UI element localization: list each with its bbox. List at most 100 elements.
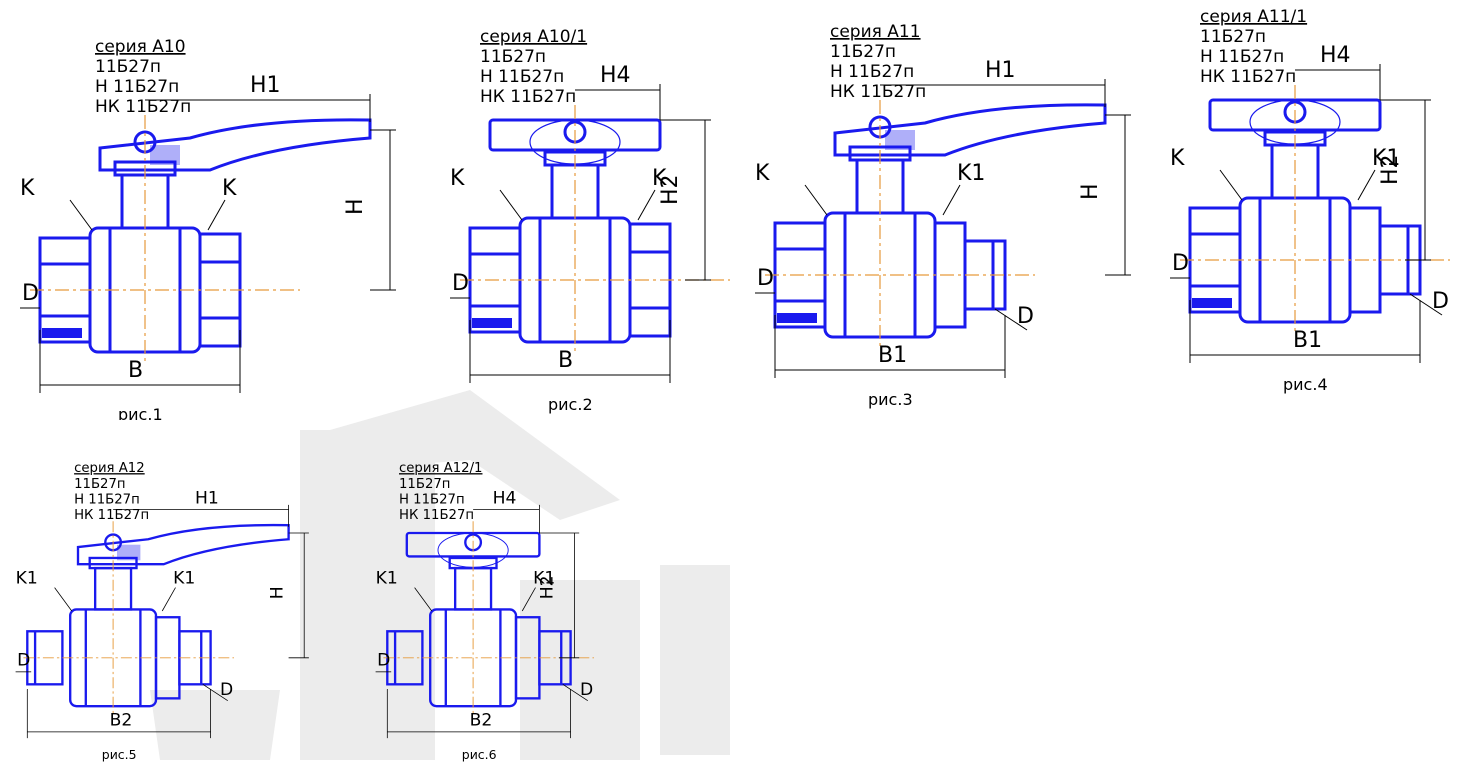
model-code: Н 11Б27п [95, 77, 179, 97]
lever-handle [76, 523, 290, 566]
model-code: 11Б27п [1200, 27, 1266, 47]
valve-body [1188, 98, 1422, 324]
model-code: Н 11Б27п [1200, 47, 1284, 67]
model-code: Н 11Б27п [830, 62, 914, 82]
dim-label-length: H4 [1320, 43, 1351, 68]
conn-label-right: K1 [533, 569, 555, 589]
dim-label-length: H4 [493, 488, 517, 508]
model-code: НК 11Б27п [480, 87, 576, 107]
center-axis [765, 100, 1035, 350]
handle-hatch [117, 544, 141, 561]
dia-label-left: D [22, 281, 39, 306]
dimension-lines [20, 94, 396, 393]
dim-label-width: B2 [110, 711, 133, 731]
dim-label-width: B1 [878, 343, 907, 368]
center-axis [1180, 85, 1450, 335]
valve-body [386, 531, 572, 708]
center-axis [30, 115, 300, 365]
dim-label-height: H [343, 198, 368, 215]
dim-label-height: H2 [1378, 154, 1403, 185]
conn-label-right: K1 [957, 161, 985, 186]
dia-label-right: D [1017, 304, 1034, 329]
model-code: НК 11Б27п [830, 82, 926, 102]
series-label: серия А11/1 [1200, 7, 1307, 27]
dia-label-left: D [1172, 251, 1189, 276]
dia-label-left: D [377, 651, 390, 671]
dim-label-length: H1 [985, 58, 1016, 83]
figure-caption: рис.6 [462, 747, 497, 762]
dim-label-height: H2 [538, 575, 558, 599]
handle-hatch [150, 145, 180, 165]
model-code: 11Б27п [399, 477, 450, 492]
model-code: НК 11Б27п [1200, 67, 1296, 87]
dim-label-height: H2 [658, 174, 683, 205]
conn-label-right: K [652, 166, 667, 191]
dia-label-left: D [757, 266, 774, 291]
dia-label-right: D [220, 680, 233, 700]
conn-label-left: K [755, 161, 770, 186]
model-code: 11Б27п [830, 42, 896, 62]
dia-label-right: D [1432, 289, 1449, 314]
model-code: Н 11Б27п [74, 492, 140, 507]
model-code: Н 11Б27п [399, 492, 465, 507]
dim-label-width: B2 [470, 711, 493, 731]
thread-hatch [472, 318, 512, 328]
figure-caption: рис.1 [118, 405, 163, 420]
dim-label-width: B [128, 358, 143, 383]
center-axis [460, 105, 730, 355]
dimension-lines [15, 504, 309, 739]
valve-body [468, 118, 672, 344]
figure-caption: рис.2 [548, 395, 593, 414]
figure-caption: рис.3 [868, 390, 913, 409]
dimension-lines [755, 79, 1131, 378]
model-code: НК 11Б27п [95, 97, 191, 117]
dim-label-length: H1 [195, 488, 219, 508]
dim-label-height: H [267, 586, 287, 599]
dia-label-left: D [452, 271, 469, 296]
dim-label-width: B1 [1293, 328, 1322, 353]
dia-label-left: D [17, 651, 30, 671]
handle-hatch [885, 130, 915, 150]
valve-body [26, 523, 290, 708]
thread-hatch [1192, 298, 1232, 308]
model-code: 11Б27п [95, 57, 161, 77]
thread-hatch [42, 328, 82, 338]
dim-label-length: H1 [250, 73, 281, 98]
series-label: серия А10 [95, 37, 186, 57]
conn-label-right: K1 [173, 569, 195, 589]
valve-body [38, 118, 372, 354]
center-axis [383, 521, 595, 717]
dimension-lines [450, 84, 711, 383]
series-label: серия А11 [830, 22, 921, 42]
figure-caption: рис.5 [102, 747, 137, 762]
figure-caption: рис.4 [1283, 375, 1328, 394]
dim-label-width: B [558, 348, 573, 373]
conn-label-left: K [450, 166, 465, 191]
dimension-lines [1170, 64, 1443, 363]
thread-hatch [777, 313, 817, 323]
model-code: НК 11Б27п [399, 508, 474, 523]
series-label: серия А12/1 [399, 461, 482, 476]
dia-label-right: D [580, 680, 593, 700]
dim-label-height: H [1078, 183, 1103, 200]
model-code: НК 11Б27п [74, 508, 149, 523]
model-code: Н 11Б27п [480, 67, 564, 87]
dim-label-length: H4 [600, 63, 631, 88]
conn-label-right: K [222, 176, 237, 201]
model-code: 11Б27п [480, 47, 546, 67]
series-label: серия А10/1 [480, 27, 587, 47]
dimension-lines [375, 504, 588, 739]
valve-body [773, 103, 1107, 339]
lever-handle [833, 103, 1107, 157]
conn-label-left: K [20, 176, 35, 201]
series-label: серия А12 [74, 461, 145, 476]
lever-handle [98, 118, 372, 172]
conn-label-left: K [1170, 146, 1185, 171]
conn-label-left: K1 [16, 569, 38, 589]
